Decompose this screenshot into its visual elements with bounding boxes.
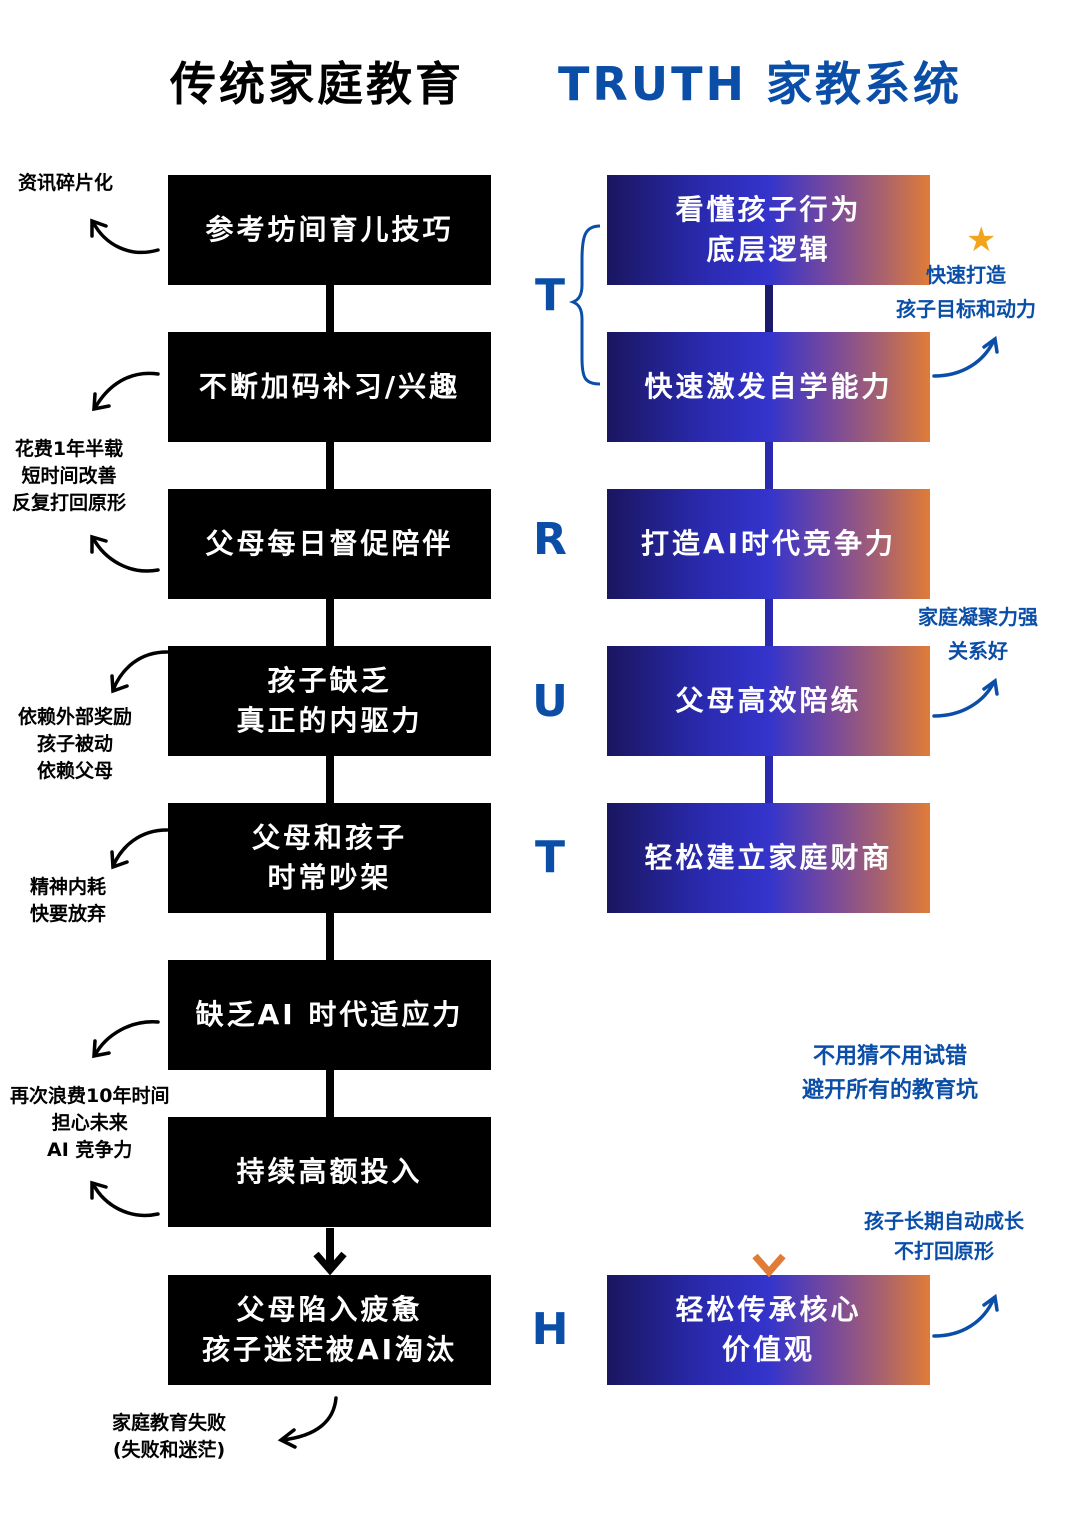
note-line: 孩子被动: [37, 733, 114, 755]
note-goals-motivation: 快速打造孩子目标和动力: [896, 258, 1036, 326]
connector-line: [326, 599, 334, 649]
step-text: 孩子迷茫被AI淘汰: [201, 1333, 458, 1366]
step-text: 轻松传承核心: [675, 1293, 862, 1326]
step-text: 轻松建立家庭财商: [644, 841, 893, 874]
curved-arrow-icon: [111, 828, 169, 868]
note-line: 担心未来: [51, 1112, 128, 1134]
note-line: 家庭凝聚力强: [918, 605, 1038, 629]
note-failure: 家庭教育失败 (失败和迷茫): [112, 1410, 226, 1464]
note-line: AI 竞争力: [47, 1139, 133, 1161]
connector-line: [765, 285, 773, 335]
note-line: 精神内耗: [30, 876, 107, 898]
letter-u: U: [532, 676, 568, 727]
note-line: 依赖外部奖励: [18, 706, 133, 728]
curved-arrow-icon: [932, 680, 996, 718]
note-line: 短时间改善: [21, 465, 117, 487]
curved-arrow-icon: [93, 371, 160, 410]
connector-line: [326, 442, 334, 492]
step-text: 价值观: [721, 1333, 815, 1366]
note-no-trial-error: 不用猜不用试错避开所有的教育坑: [802, 1040, 978, 1108]
connector-line: [326, 756, 334, 806]
note-fragmented-info: 资讯碎片化: [18, 170, 113, 197]
connector-line: [765, 756, 773, 806]
curly-brace-icon: [568, 224, 601, 386]
star-icon: ★: [966, 220, 997, 260]
traditional-title: 传统家庭教育: [170, 57, 464, 111]
connector-line: [765, 599, 773, 649]
step-text: 打造AI时代竞争力: [640, 527, 897, 560]
step-text: 不断加码补习/兴趣: [198, 370, 461, 403]
connector-line: [326, 913, 334, 963]
note-time-cost: 花费1年半载短时间改善反复打回原形: [12, 436, 126, 517]
note-line: (失败和迷茫): [112, 1439, 226, 1461]
note-line: 关系好: [948, 639, 1008, 663]
curved-arrow-icon: [111, 650, 169, 692]
traditional-step-7: 持续高额投入: [168, 1117, 491, 1227]
down-arrow-icon: [313, 1228, 347, 1276]
curved-arrow-icon: [91, 220, 160, 255]
traditional-step-1: 参考坊间育儿技巧: [168, 175, 491, 285]
note-line: 依赖父母: [37, 760, 114, 782]
step-text: 底层逻辑: [706, 233, 831, 266]
curved-arrow-icon: [91, 536, 160, 573]
step-text: 父母和孩子: [251, 821, 407, 854]
note-long-term-growth: 孩子长期自动成长不打回原形: [864, 1206, 1024, 1266]
note-line: 不用猜不用试错: [813, 1044, 968, 1069]
truth-step-3: 打造AI时代竞争力: [607, 489, 930, 599]
traditional-step-6: 缺乏AI 时代适应力: [168, 960, 491, 1070]
note-line: 反复打回原形: [12, 492, 127, 514]
truth-step-1: 看懂孩子行为底层逻辑: [607, 175, 930, 285]
curved-arrow-icon: [93, 1020, 160, 1057]
note-line: 家庭教育失败: [112, 1412, 227, 1434]
truth-step-6: 轻松传承核心价值观: [607, 1275, 930, 1385]
note-line: 快要放弃: [30, 903, 107, 925]
step-text: 时常吵架: [267, 861, 392, 894]
traditional-step-3: 父母每日督促陪伴: [168, 489, 491, 599]
letter-h: H: [531, 1304, 569, 1355]
truth-step-5: 轻松建立家庭财商: [607, 803, 930, 913]
step-text: 参考坊间育儿技巧: [205, 213, 454, 246]
truth-step-4: 父母高效陪练: [607, 646, 930, 756]
curved-arrow-icon: [280, 1396, 338, 1442]
curved-arrow-icon: [932, 1296, 996, 1338]
curved-arrow-icon: [91, 1182, 160, 1218]
letter-t2: T: [534, 832, 565, 883]
truth-title: TRUTH 家教系统: [558, 57, 963, 111]
step-text: 父母陷入疲惫: [236, 1293, 423, 1326]
note-line: 再次浪费10年时间: [10, 1085, 170, 1107]
traditional-step-2: 不断加码补习/兴趣: [168, 332, 491, 442]
step-text: 缺乏AI 时代适应力: [195, 998, 464, 1031]
note-line: 花费1年半载: [14, 438, 124, 460]
note-line: 资讯碎片化: [18, 172, 114, 194]
note-line: 孩子目标和动力: [896, 297, 1036, 321]
connector-line: [326, 285, 334, 335]
traditional-step-5: 父母和孩子时常吵架: [168, 803, 491, 913]
step-text: 看懂孩子行为: [675, 193, 862, 226]
step-text: 父母高效陪练: [675, 684, 862, 717]
note-exhaustion: 精神内耗快要放弃: [30, 874, 106, 928]
step-text: 真正的内驱力: [236, 704, 423, 737]
note-line: 快速打造: [926, 263, 1006, 287]
letter-t: T: [534, 270, 565, 321]
note-family-cohesion: 家庭凝聚力强关系好: [918, 600, 1038, 668]
note-line: 避开所有的教育坑: [802, 1078, 979, 1103]
connector-line: [765, 442, 773, 492]
step-text: 快速激发自学能力: [644, 370, 893, 403]
note-dependency: 依赖外部奖励孩子被动依赖父母: [18, 704, 132, 785]
step-text: 孩子缺乏: [267, 664, 392, 697]
connector-line: [326, 1070, 334, 1120]
letter-r: R: [533, 514, 567, 565]
note-line: 不打回原形: [894, 1239, 994, 1263]
note-wasted-decade: 再次浪费10年时间担心未来 AI 竞争力: [10, 1083, 169, 1164]
note-line: 孩子长期自动成长: [864, 1209, 1024, 1233]
step-text: 父母每日督促陪伴: [205, 527, 454, 560]
traditional-step-4: 孩子缺乏真正的内驱力: [168, 646, 491, 756]
curved-arrow-icon: [932, 338, 996, 378]
long-down-arrow-icon: [752, 913, 786, 1278]
truth-step-2: 快速激发自学能力: [607, 332, 930, 442]
traditional-step-8: 父母陷入疲惫孩子迷茫被AI淘汰: [168, 1275, 491, 1385]
step-text: 持续高额投入: [236, 1155, 423, 1188]
